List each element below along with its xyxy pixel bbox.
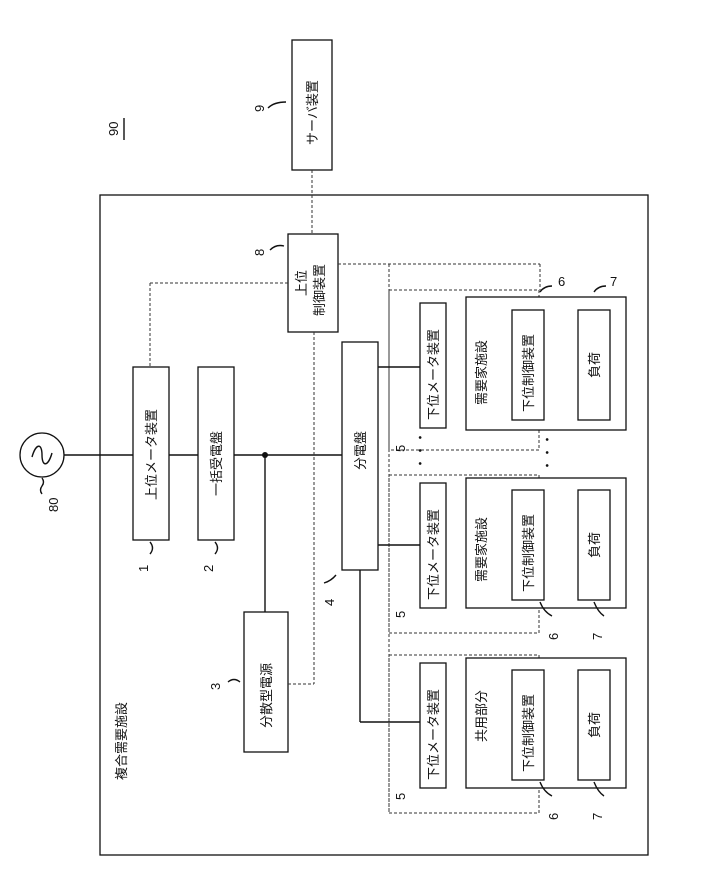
lower-meter-label: 下位メータ装置 [427, 689, 442, 780]
lower-controller-ref: 6 [546, 633, 561, 640]
figure-ref: 90 [106, 122, 121, 136]
upper-controller-line2: 制御装置 [313, 264, 328, 316]
load-ref: 7 [590, 813, 605, 820]
server-label: サーバ装置 [306, 80, 321, 145]
meter-ellipsis: ・・・ [414, 431, 429, 470]
facility-ellipsis: ・・・ [541, 433, 556, 472]
distributed-source-ref: 3 [208, 683, 223, 690]
load-label: 負荷 [588, 712, 603, 738]
lower-meter-label: 下位メータ装置 [427, 509, 442, 600]
server-leader [268, 102, 286, 108]
customer-facility-label: 需要家施設 [474, 517, 490, 582]
upper-meter-ref: 1 [136, 565, 151, 572]
load-label: 負荷 [588, 532, 603, 558]
lower-controller-label: 下位制御装置 [522, 514, 537, 592]
lower-meter-ref: 5 [393, 445, 408, 452]
distribution-board-label: 分電盤 [354, 431, 369, 470]
customer-facility-label: 需要家施設 [474, 340, 490, 405]
distributed-source-label: 分散型電源 [260, 663, 275, 728]
server-ref: 9 [252, 105, 267, 112]
load-label: 負荷 [588, 352, 603, 378]
lower-controller-ref: 6 [546, 813, 561, 820]
power-receiver-ref: 2 [201, 565, 216, 572]
distribution-board-ref: 4 [322, 599, 337, 606]
power-source-ref: 80 [46, 498, 61, 512]
load-ref: 7 [590, 633, 605, 640]
lower-controller-label: 下位制御装置 [522, 334, 537, 412]
power-receiver-label: 一括受電盤 [210, 431, 225, 496]
lower-meter-ref: 5 [393, 611, 408, 618]
power-source-leader [41, 478, 44, 494]
upper-meter-label: 上位メータ装置 [145, 409, 160, 500]
lower-controller-label: 下位制御装置 [522, 694, 537, 772]
common-area-label: 共用部分 [475, 690, 490, 742]
upper-controller-line1: 上位 [295, 270, 310, 296]
lower-controller-ref: 6 [558, 274, 565, 289]
facility-title: 複合需要施設 [114, 702, 130, 780]
lower-meter-ref: 5 [393, 793, 408, 800]
load-ref: 7 [610, 274, 617, 289]
upper-controller-ref: 8 [252, 249, 267, 256]
lower-meter-label: 下位メータ装置 [427, 329, 442, 420]
